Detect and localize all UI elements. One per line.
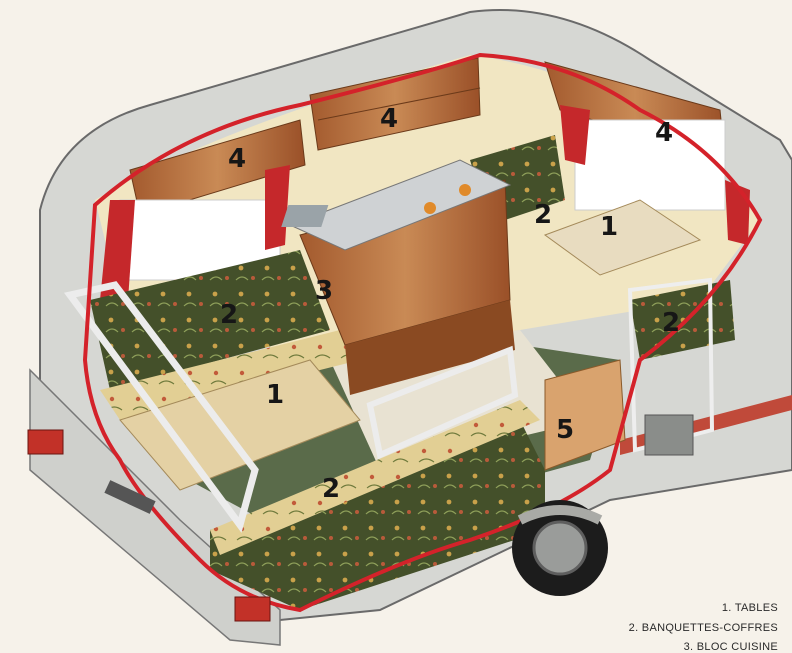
callout-bench-left: 2 (220, 300, 239, 330)
table-right (543, 199, 702, 276)
callout-cupboard-center: 4 (380, 104, 399, 134)
sink-and-hob (288, 159, 512, 251)
front-window-frame (63, 281, 259, 533)
callout-bench-right: 2 (662, 308, 681, 338)
tail-light-top (27, 429, 64, 455)
legend-item-2: 2. BANQUETTES-COFFRES (628, 622, 778, 634)
callout-cupboard-left: 4 (228, 144, 247, 174)
cutaway-edge (82, 52, 763, 613)
callout-table-right: 1 (600, 212, 619, 242)
door-window (627, 277, 715, 453)
callout-cupboard-right: 4 (655, 118, 674, 148)
callout-wardrobe: 5 (556, 415, 575, 445)
callout-table-left: 1 (266, 380, 285, 410)
upper-cupboard-center (309, 57, 481, 151)
bench-left (90, 250, 330, 390)
window-right-curtains (574, 119, 726, 211)
bench-front (210, 420, 545, 610)
wardrobe (544, 359, 626, 471)
legend-item-1: 1. TABLES (721, 602, 778, 614)
vent-grille (644, 414, 694, 456)
license-plate-mount (104, 480, 156, 514)
table-left (119, 359, 361, 491)
callout-bench-front: 2 (322, 474, 341, 504)
callout-bench-back: 2 (534, 200, 553, 230)
tail-light-bottom (234, 596, 271, 622)
callout-kitchen: 3 (315, 276, 334, 306)
legend-item-3: 3. BLOC CUISINE (683, 641, 778, 653)
